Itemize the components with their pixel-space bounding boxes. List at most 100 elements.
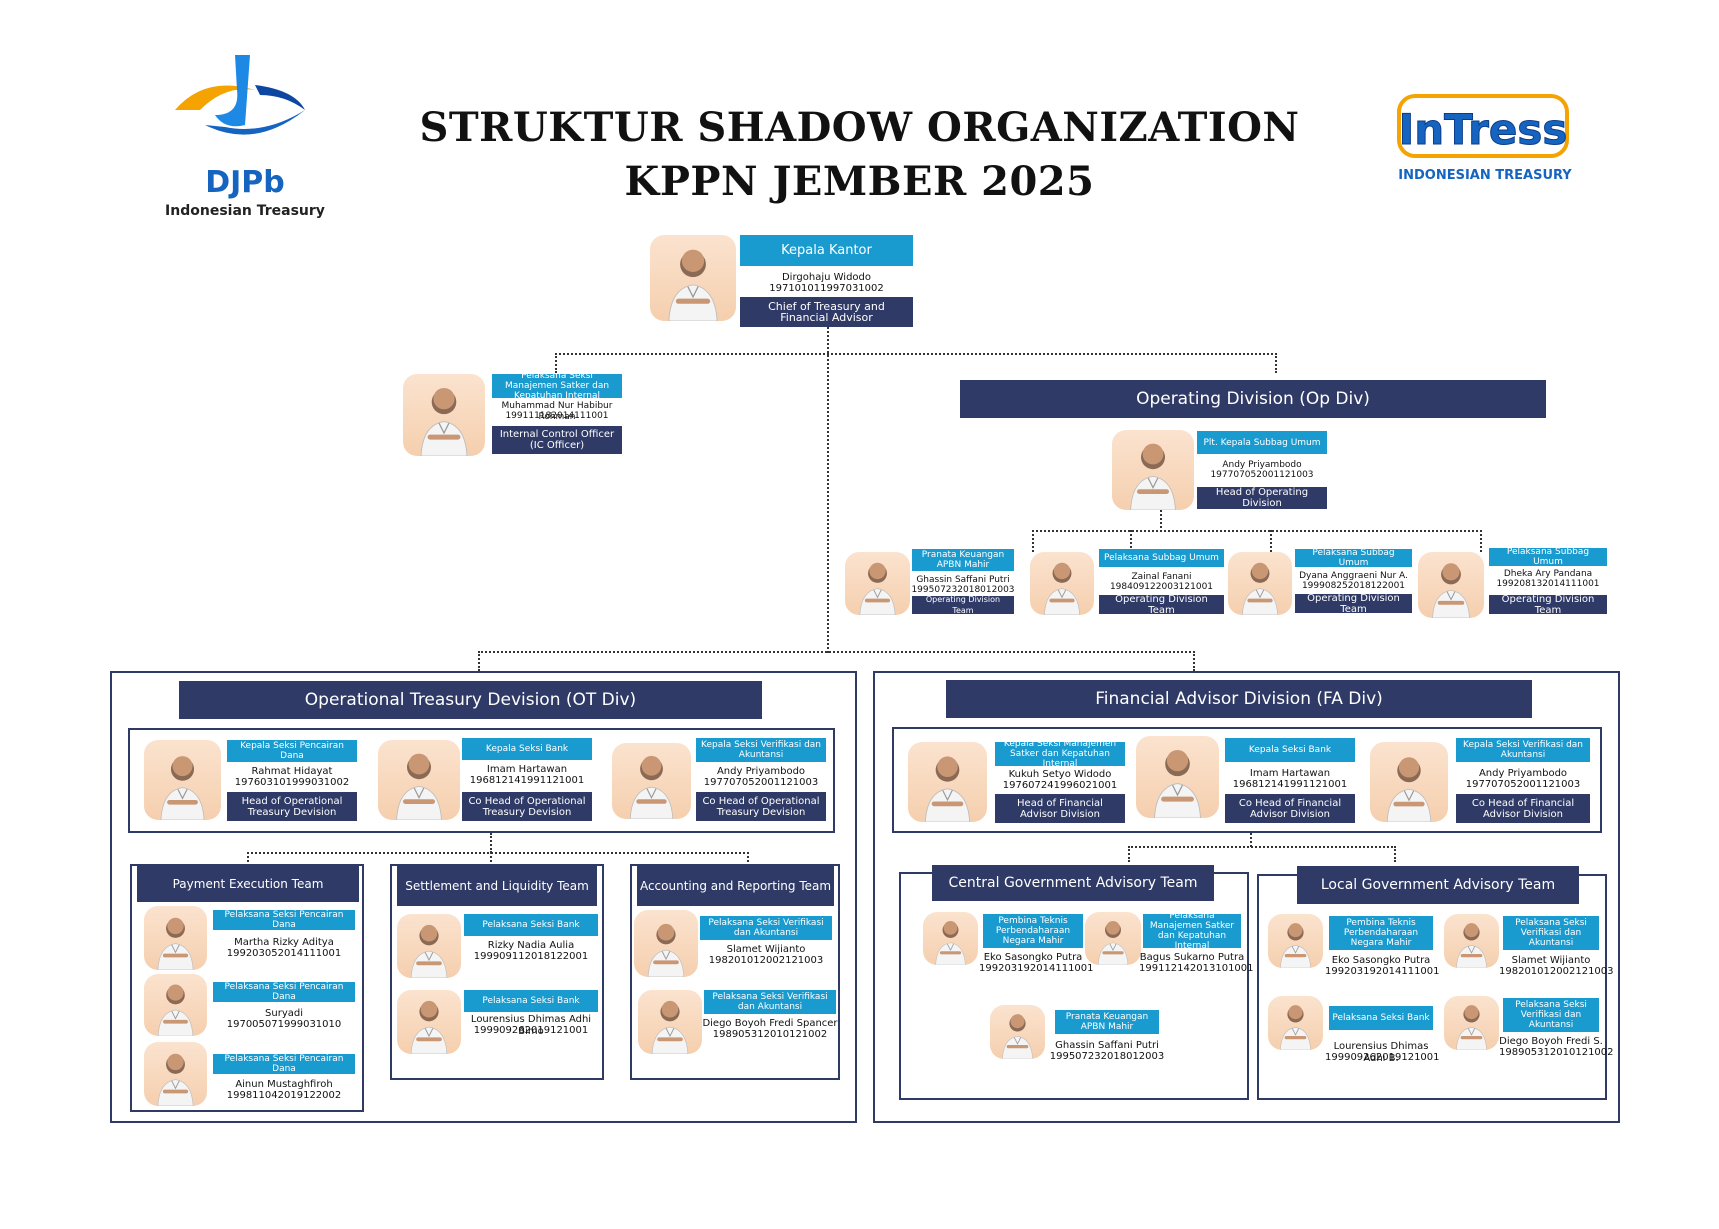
person-icon (1280, 1005, 1311, 1050)
team-member-tag: Pelaksana Seksi Bank (1329, 1006, 1433, 1030)
team-member-photo (1444, 996, 1499, 1050)
team-member-name: Suryadi (265, 1008, 303, 1019)
team-member-nip: 197005071999031010 (226, 1019, 342, 1030)
connector (478, 651, 1195, 653)
fadiv-lead-photo (1370, 742, 1448, 822)
opdiv-lead-name: Andy Priyambodo (1222, 460, 1302, 470)
ic-name: Muhammad Nur Habibur Rohman (501, 401, 613, 422)
fadiv-lead-photo (1136, 736, 1219, 818)
person-icon (1280, 923, 1311, 968)
connector (247, 852, 249, 866)
person-icon (396, 753, 442, 820)
opdiv-lead-role: Head of Operating Division (1197, 487, 1327, 509)
team-member-name: Slamet Wijianto (1511, 955, 1591, 966)
otdiv-lead-name: Imam Hartawan (486, 764, 568, 775)
team-member-nip: 199203192014111001 (1325, 966, 1440, 977)
team-member-nip: 198905312010121002 (712, 1029, 828, 1040)
connector (1394, 846, 1396, 862)
settlement-team-box (390, 864, 604, 1080)
team-member-tag: Pelaksana Seksi Verifikasi dan Akuntansi (700, 916, 832, 940)
team-member-photo (397, 914, 461, 978)
fadiv-box (873, 671, 1620, 1123)
team-member-photo (144, 906, 207, 970)
connector (1032, 530, 1034, 552)
fadiv-lead-name: Andy Priyambodo (1478, 768, 1568, 779)
person-icon (1242, 562, 1278, 615)
fadiv-lead-nip: 196812141991121001 (1232, 779, 1348, 790)
team-member-name: Lourensius Dhimas Adhi Bimo (470, 1014, 592, 1037)
otdiv-lead-role: Head of Operational Treasury Devision (227, 792, 357, 821)
accounting-team-box (630, 864, 840, 1080)
otdiv-lead-tag: Kepala Seksi Bank (462, 738, 592, 760)
connector (827, 327, 829, 653)
team-member-nip: 199811042019122002 (226, 1090, 342, 1101)
team-member-tag: Pelaksana Seksi Pencairan Dana (213, 982, 355, 1002)
ic-photo (403, 374, 485, 456)
fadiv-lead-tag: Kepala Seksi Manajemen Satker dan Kepatu… (995, 739, 1125, 769)
djpb-sub: Indonesian Treasury (165, 203, 325, 219)
person-icon (1044, 562, 1080, 615)
opdiv-member-tag: Pranata Keuangan APBN Mahir (912, 549, 1014, 571)
opdiv-member-role: Operating Division Team (912, 595, 1014, 615)
team-member-name: Eko Sasongko Putra (983, 952, 1083, 963)
otdiv-lead-nip: 196812141991121001 (469, 775, 585, 786)
connector (555, 353, 1277, 355)
fadiv-lead-role: Co Head of Financial Advisor Division (1456, 794, 1590, 823)
otdiv-lead-nip: 197603101999031002 (234, 777, 350, 788)
team-member-tag: Pelaksana Seksi Bank (464, 990, 598, 1012)
connector (747, 852, 749, 866)
fadiv-title: Financial Advisor Division (FA Div) (946, 680, 1532, 718)
team-member-photo (144, 974, 207, 1036)
opdiv-member-role: Operating Division Team (1489, 594, 1607, 616)
team-member-name: Eko Sasongko Putra (1331, 955, 1431, 966)
person-icon (1154, 749, 1201, 818)
connector (1128, 846, 1130, 862)
team-member-tag: Pelaksana Seksi Verifikasi dan Akuntansi (704, 990, 836, 1014)
team-member-nip: 199909262019121001 (1325, 1052, 1440, 1063)
otdiv-title: Operational Treasury Devision (OT Div) (179, 681, 762, 719)
team-member-name: Rizky Nadia Aulia (487, 940, 575, 951)
head-tag: Kepala Kantor (740, 235, 913, 266)
fadiv-lead-role: Head of Financial Advisor Division (995, 794, 1125, 823)
head-name: Dirgohaju Widodo (781, 272, 872, 283)
otdiv-lead-role: Co Head of Operational Treasury Devision (696, 792, 826, 821)
person-icon (420, 387, 468, 456)
team-member-name: Lourensius Dhimas Adhi B. (1333, 1041, 1429, 1064)
connector (490, 833, 492, 853)
connector (1193, 651, 1195, 671)
person-icon (160, 756, 205, 820)
person-icon (410, 1000, 448, 1054)
opdiv-member-nip: 198409122003121001 (1109, 582, 1214, 592)
otdiv-box (110, 671, 857, 1123)
team-member-name: Bagus Sukarno Putra (1139, 952, 1245, 963)
team-member-nip: 198905312010121002 (1499, 1047, 1614, 1058)
team-member-tag: Pelaksana Manajemen Satker dan Kepatuhan… (1143, 911, 1241, 951)
connector (1250, 833, 1252, 847)
person-icon (1456, 1005, 1487, 1050)
connector (247, 852, 749, 854)
team-member-photo (638, 990, 702, 1054)
central-team-box (899, 872, 1249, 1100)
team-member-photo (1085, 912, 1141, 965)
person-icon (1130, 443, 1176, 510)
person-icon (647, 923, 685, 977)
connector (1480, 530, 1482, 552)
opdiv-member-photo (1030, 552, 1094, 615)
intress-sub: INDONESIAN TREASURY (1398, 168, 1572, 183)
person-icon (157, 984, 194, 1036)
person-icon (1002, 1014, 1033, 1059)
intress-logo: InTress INDONESIAN TREASURY (1395, 90, 1575, 185)
person-icon (157, 917, 194, 970)
team-member-name: Slamet Wijianto (726, 944, 806, 955)
djpb-emblem-icon (175, 55, 305, 135)
fadiv-lead-name: Imam Hartawan (1249, 768, 1331, 779)
team-member-tag: Pembina Teknis Perbendaharaan Negara Mah… (1329, 916, 1433, 950)
opdiv-member-name: Zainal Fanani (1131, 572, 1192, 582)
ic-tag: Pelaksana Seksi Manajemen Satker dan Kep… (492, 371, 622, 401)
otdiv-lead-tag: Kepala Seksi Pencairan Dana (227, 740, 357, 762)
team-member-photo (990, 1005, 1045, 1059)
head-photo (650, 235, 736, 321)
opdiv-member-photo (845, 552, 910, 615)
team-member-nip: 199203192014111001 (979, 963, 1094, 974)
fadiv-lead-name: Kukuh Setyo Widodo (1008, 769, 1112, 780)
